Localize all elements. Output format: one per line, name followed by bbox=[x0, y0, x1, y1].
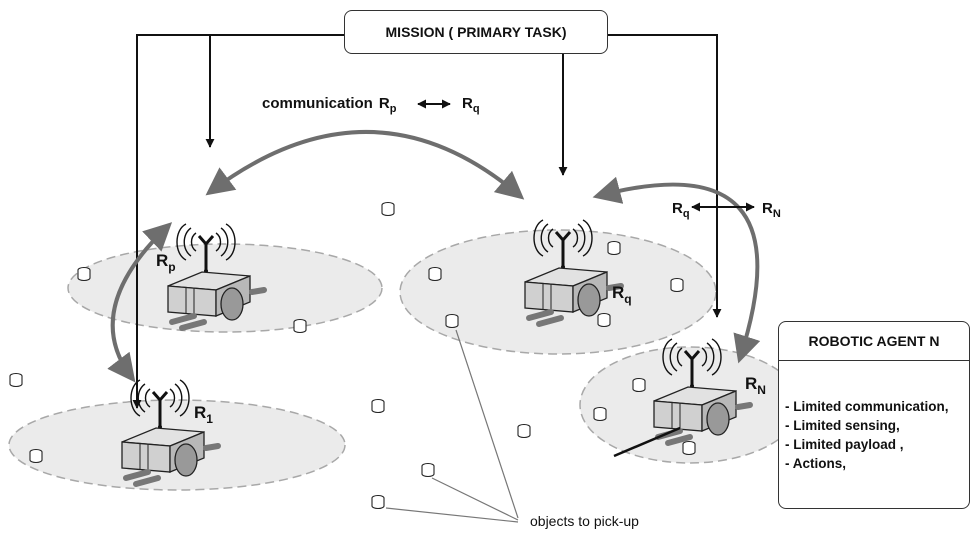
comm-label-qn-left: Rq bbox=[672, 200, 690, 220]
object-cylinder bbox=[593, 406, 607, 422]
label-rq: Rq bbox=[612, 283, 632, 306]
comm-label-qn-right: RN bbox=[762, 200, 781, 220]
agent-capability-list: - Limited communication, - Limited sensi… bbox=[779, 361, 969, 473]
robot-rn-cable bbox=[613, 426, 681, 458]
agent-box-title: ROBOTIC AGENT N bbox=[779, 322, 969, 361]
comm-label-pq-right: Rq bbox=[462, 95, 480, 115]
agent-capability-item: - Limited sensing, bbox=[785, 418, 900, 433]
object-cylinder bbox=[381, 201, 395, 217]
label-rn: RN bbox=[745, 374, 766, 397]
objects-label: objects to pick-up bbox=[530, 513, 639, 529]
object-cylinder bbox=[293, 318, 307, 334]
object-cylinder bbox=[77, 266, 91, 282]
object-cylinder bbox=[29, 448, 43, 464]
comm-arc-rp-r1 bbox=[107, 222, 173, 383]
agent-capability-item: - Actions, bbox=[785, 456, 847, 471]
object-cylinder bbox=[421, 462, 435, 478]
object-cylinder bbox=[517, 423, 531, 439]
pointer-lines bbox=[385, 329, 519, 523]
object-cylinder bbox=[428, 266, 442, 282]
object-cylinder bbox=[9, 372, 23, 388]
label-r1: R1 bbox=[194, 403, 213, 426]
object-cylinder bbox=[597, 312, 611, 328]
object-cylinder bbox=[682, 440, 696, 456]
object-cylinder bbox=[632, 377, 646, 393]
robotic-agent-box: ROBOTIC AGENT N - Limited communication,… bbox=[778, 321, 970, 509]
mission-box: MISSION ( PRIMARY TASK) bbox=[344, 10, 608, 54]
agent-capability-item: - Limited communication, bbox=[785, 399, 949, 414]
object-cylinder bbox=[445, 313, 459, 329]
object-cylinder bbox=[371, 494, 385, 510]
object-cylinder bbox=[670, 277, 684, 293]
agent-capability-item: - Limited payload , bbox=[785, 437, 904, 452]
mission-line-left bbox=[132, 34, 344, 409]
label-rp: Rp bbox=[156, 251, 176, 274]
mission-label: MISSION ( PRIMARY TASK) bbox=[385, 24, 567, 40]
object-cylinder bbox=[607, 240, 621, 256]
comm-arc-rp-rq bbox=[205, 130, 525, 200]
object-cylinder bbox=[371, 398, 385, 414]
